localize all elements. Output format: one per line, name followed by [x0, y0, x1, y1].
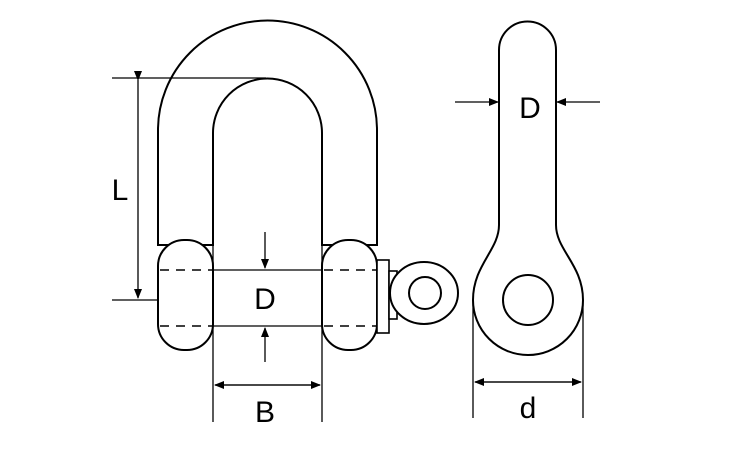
- dimension-label-d-eye: d: [520, 392, 537, 425]
- front-view: L D B: [112, 19, 459, 429]
- dimension-label-b: B: [255, 396, 275, 429]
- dimension-label-d-body: D: [519, 92, 541, 125]
- pin: [160, 269, 377, 327]
- pin-eye-hole: [408, 276, 442, 310]
- left-boss: [157, 239, 214, 351]
- dimension-d-body: D: [455, 92, 600, 125]
- right-boss: [321, 239, 378, 351]
- dimension-l: L: [112, 71, 266, 301]
- side-view: D d: [455, 20, 600, 425]
- dimension-label-d-pin: D: [254, 283, 276, 316]
- eye-hole: [502, 274, 554, 326]
- shackle-bow: [157, 19, 378, 246]
- dimension-d-pin: D: [254, 232, 276, 362]
- dimension-d-eye: d: [474, 378, 582, 425]
- pin-collar: [376, 259, 390, 334]
- dimension-label-l: L: [112, 174, 129, 207]
- dimension-b: B: [214, 381, 321, 429]
